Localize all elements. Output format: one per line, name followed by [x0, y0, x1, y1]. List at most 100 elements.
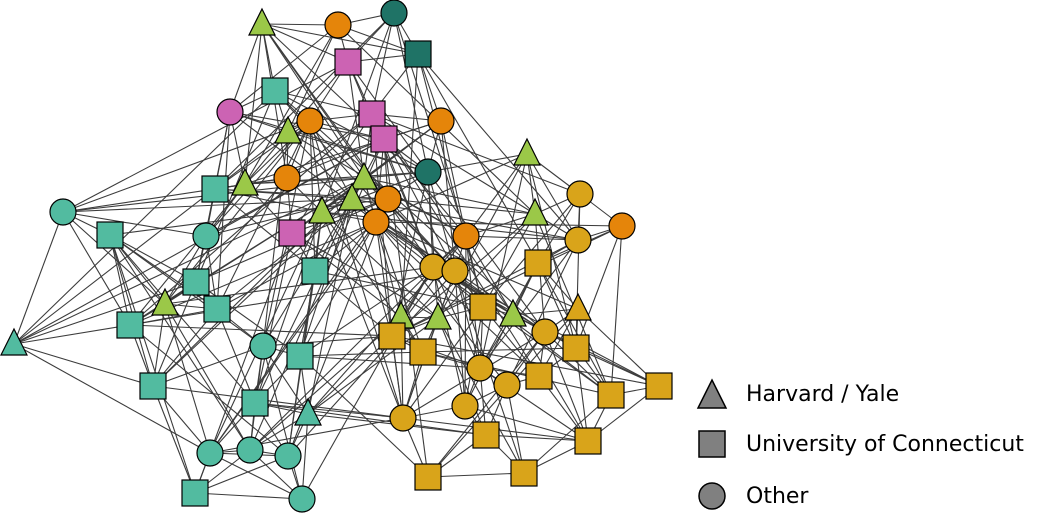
node-other — [236, 436, 264, 464]
node-harvard-yale — [231, 167, 259, 196]
network-edge — [537, 262, 577, 349]
node-university-of-connecticut — [597, 381, 625, 409]
network-edge — [152, 385, 404, 419]
network-edge — [209, 221, 377, 454]
network-edge — [109, 234, 197, 283]
network-edge — [371, 113, 581, 195]
network-edge — [13, 90, 276, 345]
triangle-icon — [696, 378, 728, 409]
legend-label-other: Other — [746, 483, 809, 509]
network-edge — [309, 120, 316, 272]
node-other — [441, 257, 469, 285]
network-edge — [62, 198, 353, 213]
node-other — [566, 180, 594, 208]
network-edge — [261, 23, 434, 268]
node-other — [427, 107, 455, 135]
network-edge — [129, 113, 373, 326]
legend-item-uconn: University of Connecticut — [694, 424, 1024, 464]
node-university-of-connecticut — [278, 219, 306, 247]
network-edge — [479, 239, 579, 369]
node-university-of-connecticut — [370, 125, 398, 153]
node-university-of-connecticut — [201, 175, 229, 203]
network-edge — [299, 221, 377, 357]
network-edge — [375, 153, 528, 223]
network-edge — [254, 402, 487, 436]
network-edge — [261, 23, 349, 63]
network-edge — [506, 384, 525, 474]
network-nodes — [0, 0, 673, 513]
network-edge — [321, 211, 439, 319]
legend-circle-symbol — [698, 482, 726, 510]
network-edge — [152, 385, 196, 494]
network-edge — [299, 355, 429, 478]
network-edge — [229, 24, 339, 113]
network-edge — [244, 120, 311, 185]
node-other — [414, 158, 442, 186]
node-university-of-connecticut — [139, 372, 167, 400]
node-other — [531, 318, 559, 346]
network-edge — [13, 343, 154, 387]
network-edge — [375, 221, 404, 419]
node-harvard-yale — [424, 301, 452, 330]
network-edge — [13, 324, 131, 345]
node-harvard-yale — [308, 195, 336, 224]
node-university-of-connecticut — [472, 421, 500, 449]
node-harvard-yale — [338, 182, 366, 211]
network-edge — [194, 455, 289, 494]
network-edge — [214, 12, 395, 190]
node-other — [389, 404, 417, 432]
network-edge — [291, 198, 389, 234]
node-university-of-connecticut — [562, 334, 590, 362]
node-other — [192, 222, 220, 250]
node-harvard-yale — [0, 327, 28, 356]
network-edge — [216, 111, 231, 310]
network-edge — [261, 23, 365, 179]
network-edge — [301, 413, 309, 500]
network-edge — [347, 61, 365, 179]
node-university-of-connecticut — [524, 249, 552, 277]
network-edge — [347, 61, 429, 173]
network-edge — [109, 234, 154, 387]
node-university-of-connecticut — [414, 463, 442, 491]
legend-item-harvard-yale: Harvard / Yale — [694, 374, 899, 414]
network-edge — [402, 306, 484, 419]
node-harvard-yale — [274, 115, 302, 144]
network-edge — [417, 53, 579, 241]
node-university-of-connecticut — [181, 479, 209, 507]
node-other — [466, 354, 494, 382]
square-icon — [698, 430, 726, 458]
network-edge — [129, 324, 289, 457]
network-edge — [109, 234, 251, 451]
network-edge — [363, 177, 536, 215]
network-edge — [465, 235, 589, 442]
network-edge — [465, 235, 579, 241]
network-edge — [129, 324, 393, 337]
node-other — [362, 208, 390, 236]
node-other — [451, 392, 479, 420]
network-edge — [209, 452, 303, 500]
node-harvard-yale — [513, 137, 541, 166]
node-university-of-connecticut — [116, 311, 144, 339]
network-edge — [129, 270, 456, 326]
node-other — [493, 371, 521, 399]
node-other — [380, 0, 408, 27]
network-edge — [13, 131, 289, 345]
network-edge — [512, 308, 579, 316]
network-edge — [229, 23, 263, 113]
node-harvard-yale — [151, 287, 179, 316]
network-edge — [351, 198, 393, 337]
network-edge — [62, 120, 311, 213]
network-edge — [307, 335, 393, 415]
network-edge — [479, 153, 528, 369]
network-edge — [427, 153, 528, 173]
node-university-of-connecticut — [510, 459, 538, 487]
network-edge — [371, 113, 536, 215]
node-harvard-yale — [521, 197, 549, 226]
network-edge — [309, 120, 546, 333]
network-edge — [437, 153, 528, 319]
network-edge — [314, 270, 484, 308]
node-university-of-connecticut — [203, 295, 231, 323]
network-edge — [440, 120, 467, 237]
network-edge — [537, 262, 612, 396]
node-other — [296, 107, 324, 135]
